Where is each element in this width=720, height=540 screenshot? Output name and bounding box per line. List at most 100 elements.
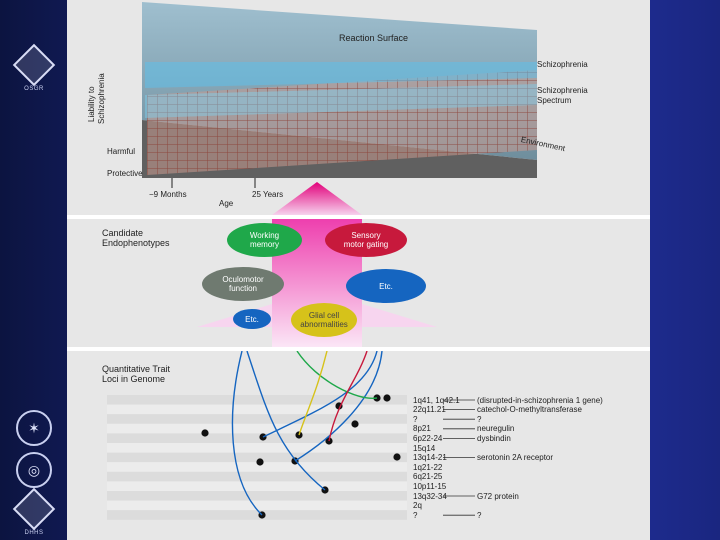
reaction-surface-panel: Reaction Surface Liability to Schizophre… <box>67 0 650 215</box>
qtl-panel: Quantitative Trait Loci in Genome 1q41, … <box>67 351 650 540</box>
linkage-curve <box>296 351 378 399</box>
locus-band <box>107 452 407 463</box>
node-sensory-line2: motor gating <box>343 240 389 249</box>
spectrum-label-line1: Schizophrenia <box>537 86 588 95</box>
gene-label: serotonin 2A receptor <box>477 453 554 463</box>
spectrum-label-line2: Spectrum <box>537 96 572 105</box>
y-axis-label-line2: Schizophrenia <box>97 73 106 124</box>
node-glial-line1: Glial cell <box>308 311 340 320</box>
spectrum-threshold-plane <box>145 84 537 118</box>
gene-label: ? <box>477 414 482 424</box>
locus-label: 6q21-25 <box>413 472 443 482</box>
nih-seal: ◎ <box>14 452 54 488</box>
schizophrenia-label: Schizophrenia <box>537 60 588 69</box>
age-axis-label: Age <box>219 199 234 208</box>
locus-band <box>107 423 407 434</box>
locus-label: 10p11-15 <box>413 481 447 491</box>
locus-band <box>107 404 407 415</box>
qtl-dot <box>259 433 267 441</box>
reaction-surface-title: Reaction Surface <box>339 33 409 43</box>
protective-label: Protective <box>107 169 143 178</box>
qtl-heading-line2: Loci in Genome <box>102 374 166 384</box>
linkage-curve <box>328 351 368 442</box>
node-etc-right: Etc. <box>346 269 426 303</box>
liability-mesh <box>147 70 537 175</box>
nih-seal-icon: ◎ <box>16 452 52 488</box>
node-oculomotor-line1: Oculomotor <box>222 275 264 284</box>
locus-label: 1q41, 1q42.1 <box>413 395 460 405</box>
arrow-base-right <box>362 304 437 327</box>
locus-band <box>107 500 407 511</box>
dhhs-logo-text: DHHS <box>24 530 44 536</box>
node-oculomotor-line2: function <box>228 284 257 293</box>
osgr-logo-text: OSGR <box>24 86 44 92</box>
osgr-logo: OSGR <box>12 43 56 92</box>
qtl-dot <box>383 394 391 402</box>
locus-band <box>107 414 407 424</box>
diamond-logo-bottom-icon <box>12 487 56 531</box>
gene-label: neuregulin <box>477 424 515 434</box>
locus-band <box>107 462 407 472</box>
gene-label: (disrupted-in-schizophrenia 1 gene) <box>477 395 603 405</box>
upward-arrow-head <box>272 182 362 215</box>
qtl-dot <box>256 458 264 466</box>
node-sensory-line1: Sensory <box>351 231 381 240</box>
locus-label: 6p22-24 <box>413 433 443 443</box>
node-etc-left-label: Etc. <box>245 314 259 324</box>
linkage-curve <box>262 351 378 438</box>
locus-label: 13q14-21 <box>413 453 447 463</box>
age-tick-label-1: −9 Months <box>149 190 187 199</box>
gene-label: dysbindin <box>477 433 511 443</box>
gene-label: G72 protein <box>477 491 519 501</box>
linkage-curve <box>298 351 328 436</box>
endophenotypes-heading-line2: Endophenotypes <box>102 238 170 248</box>
endophenotypes-heading-line1: Candidate <box>102 228 144 238</box>
qtl-dot <box>351 420 359 428</box>
node-working-memory-line2: memory <box>250 240 279 249</box>
linkage-curve <box>294 351 383 462</box>
node-etc-right-label: Etc. <box>379 281 393 291</box>
gene-label: catechol-O-methyltransferase <box>477 405 582 415</box>
age-tick-label-2: 25 Years <box>252 190 284 199</box>
qtl-dot <box>393 453 401 461</box>
qtl-heading-line1: Quantitative Trait <box>102 364 171 374</box>
locus-label: 22q11.21 <box>413 405 446 415</box>
qtl-dot <box>295 431 303 439</box>
locus-label: 13q32-34 <box>413 491 447 501</box>
qtl-dot <box>201 429 209 437</box>
locus-band <box>107 395 407 405</box>
locus-band <box>107 443 407 453</box>
linkage-curve <box>231 351 263 516</box>
gene-label: ? <box>477 510 482 520</box>
locus-label: ? <box>413 510 418 520</box>
schizophrenia-threshold-plane <box>145 62 537 88</box>
reaction-surface-graphic <box>142 2 537 215</box>
linkage-curve <box>246 351 326 491</box>
diamond-logo-icon <box>12 43 56 87</box>
locus-band <box>107 433 407 443</box>
y-axis-label-line1: Liability to <box>87 86 96 122</box>
locus-label: 1q21-22 <box>413 462 443 472</box>
node-glial-line2: abnormalities <box>300 320 348 329</box>
eagle-seal-icon: ✶ <box>16 410 52 446</box>
locus-band <box>107 491 407 501</box>
locus-label: 15q14 <box>413 443 436 453</box>
locus-label: ? <box>413 414 418 424</box>
harmful-label: Harmful <box>107 147 136 156</box>
locus-label: 8p21 <box>413 424 431 434</box>
locus-band <box>107 481 407 491</box>
dhhs-logo: DHHS <box>12 487 56 536</box>
locus-band <box>107 471 407 482</box>
locus-band <box>107 510 407 520</box>
locus-label: 2q <box>413 501 422 511</box>
hhs-seal: ✶ <box>14 410 54 446</box>
node-etc-left: Etc. <box>233 309 271 329</box>
node-working-memory-line1: Working <box>249 231 280 240</box>
qtl-graphic <box>107 351 475 520</box>
slide: Reaction Surface Liability to Schizophre… <box>67 0 650 540</box>
